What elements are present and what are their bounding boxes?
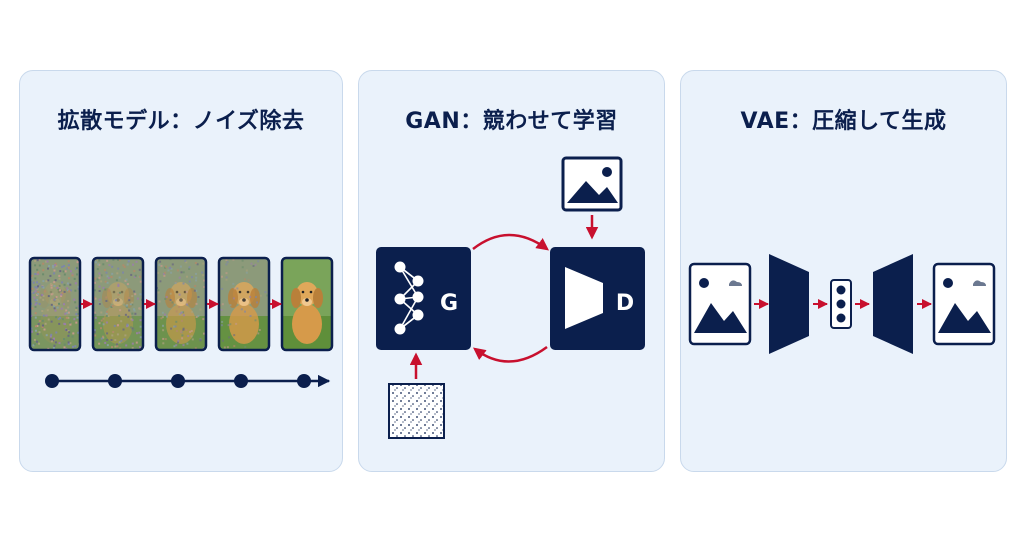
decoder-trapezoid-icon bbox=[873, 254, 913, 354]
latent-vector-icon bbox=[830, 279, 852, 329]
encoder-trapezoid-icon bbox=[769, 254, 809, 354]
discriminator-label: D bbox=[616, 291, 634, 316]
diffusion-diagram bbox=[28, 256, 334, 388]
diffusion-frame bbox=[30, 258, 80, 350]
diffusion-frame-border bbox=[91, 256, 145, 352]
gan-panel: GAN：競わせて学習 bbox=[358, 70, 665, 472]
timeline-step-dot bbox=[171, 374, 185, 388]
diffusion-frame bbox=[282, 258, 332, 350]
diffusion-frame-border bbox=[217, 256, 271, 352]
diffusion-frame bbox=[219, 258, 269, 350]
timeline-step-dot bbox=[45, 374, 59, 388]
input-image-icon bbox=[688, 262, 752, 346]
discriminator-icon bbox=[565, 267, 603, 329]
vae-panel: VAE：圧縮して生成 bbox=[680, 70, 1007, 472]
timeline-step-dot bbox=[108, 374, 122, 388]
gan-title: GAN：競わせて学習 bbox=[405, 109, 618, 134]
landscape-image-icon bbox=[561, 156, 623, 212]
timeline-step-dot bbox=[234, 374, 248, 388]
diffusion-frame-border bbox=[280, 256, 334, 352]
diffusion-frame-border bbox=[28, 256, 82, 352]
diffusion-title: 拡散モデル：ノイズ除去 bbox=[57, 109, 305, 134]
diffusion-frame-border bbox=[154, 256, 208, 352]
generator-to-discriminator-arrow bbox=[472, 233, 550, 251]
vae-title: VAE：圧縮して生成 bbox=[740, 109, 947, 134]
generator-block: G bbox=[376, 247, 471, 350]
discriminator-feedback-arrow bbox=[473, 345, 548, 363]
noise-image-icon bbox=[388, 383, 445, 439]
timeline-step-dot bbox=[297, 374, 311, 388]
generator-label: G bbox=[440, 291, 458, 316]
diffusion-frame bbox=[93, 258, 143, 350]
output-image-icon bbox=[932, 262, 996, 346]
diffusion-frame bbox=[156, 258, 206, 350]
discriminator-block: D bbox=[550, 247, 645, 350]
diffusion-panel: 拡散モデル：ノイズ除去 bbox=[19, 70, 343, 472]
vae-diagram bbox=[688, 254, 996, 354]
gan-diagram: G D bbox=[376, 156, 645, 439]
